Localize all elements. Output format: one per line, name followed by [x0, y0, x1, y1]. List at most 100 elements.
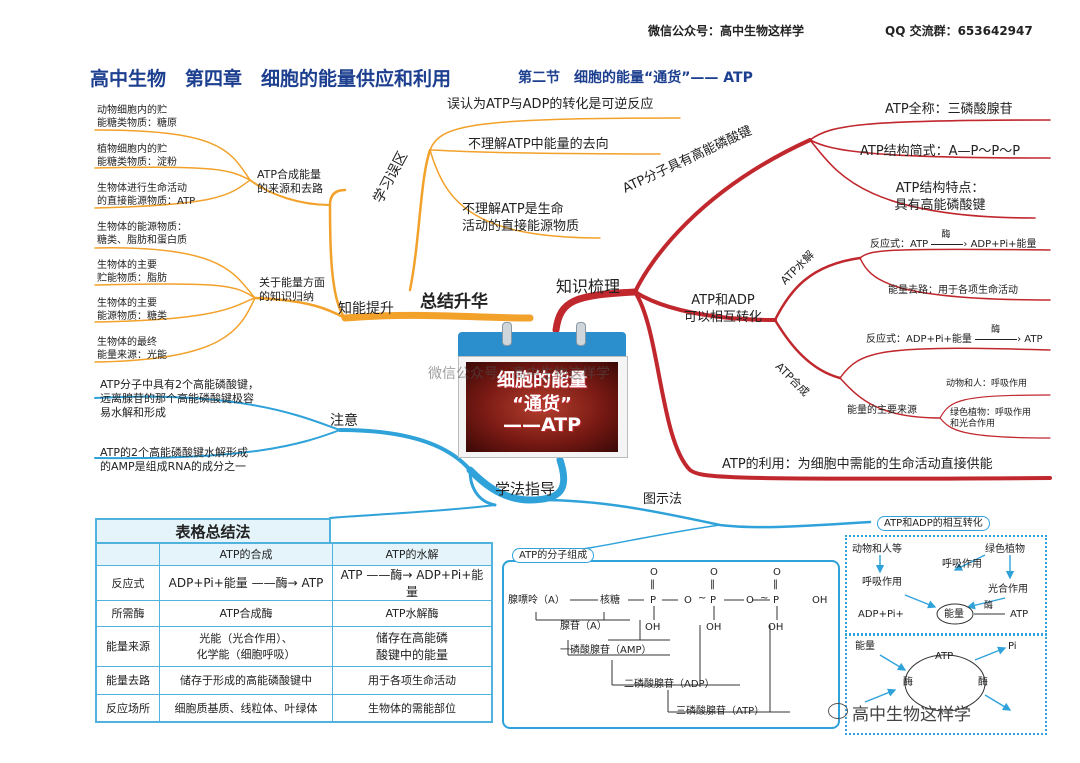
enzyme-label: 酶 [941, 230, 951, 240]
mol-o-top1: O [650, 567, 658, 578]
mol-p3: P [773, 595, 780, 606]
branch-knowledge: 知识梳理 [556, 277, 621, 296]
leaf-text: 的直接能源物质：ATP [97, 196, 196, 207]
table-title: 表格总结法 [95, 518, 331, 544]
ability-leaf-2: 植物细胞内的贮 能糖类物质：淀粉 [97, 143, 177, 169]
mol-tilde2: ~ [760, 593, 769, 604]
leaf-text: 贮能物质：脂肪 [97, 273, 167, 284]
table-cell: ATP水解酶 [332, 599, 493, 627]
knowledge-convert: ATP和ADP 可以相互转化 [668, 292, 778, 326]
leaf-text: 生物体的主要 [97, 298, 157, 309]
ability-leaf-5: 生物体的主要 贮能物质：脂肪 [97, 259, 167, 285]
mol-adenine: 腺嘌呤（A） [508, 595, 565, 606]
table-cell: 反应场所 [95, 693, 160, 723]
mol-o1: O [684, 595, 692, 606]
branch-ability: 知能提升 [338, 301, 394, 317]
center-line2: “通货” [512, 394, 572, 415]
mol-p1: P [650, 595, 657, 606]
ic-pi: Pi [1008, 641, 1017, 652]
ic-atp: ATP [1010, 609, 1029, 620]
reaction-left: 反应式：ADP+Pi+能量 [866, 334, 972, 345]
section-title: 第二节 细胞的能量“通货”—— ATP [518, 70, 753, 86]
ability-sub1-line2: 的来源和去路 [257, 182, 323, 195]
table-cell: 储存在高能磷 酸键中的能量 [332, 625, 493, 667]
knowledge-full-name: ATP全称：三磷酸腺苷 [885, 102, 1013, 117]
enzyme-arrow: 酶 › [975, 325, 1021, 346]
mol-ribose: 核糖 [600, 595, 620, 606]
center-line3: ——ATP [502, 414, 582, 436]
convert-line: 可以相互转化 [683, 310, 762, 325]
synthesis-reaction: 反应式：ADP+Pi+能量 酶 › ATP [866, 325, 1043, 346]
mol-atp: 三磷酸腺苷（ATP） [676, 706, 765, 717]
ability-leaf-3: 生物体进行生命活动 的直接能源物质：ATP [97, 182, 195, 208]
mol-oh2: OH [706, 622, 722, 633]
notice-line: 的AMP是组成RNA的成分之一 [100, 460, 247, 473]
enzyme-arrow: 酶 › [931, 230, 967, 251]
mistake-2: 不理解ATP中能量的去向 [468, 137, 609, 152]
table-cell: 储存于形成的高能磷酸键中 [159, 665, 333, 695]
reaction-text: ADP+Pi+能量 ——酶→ ATP [168, 576, 324, 590]
interconv-box-top [845, 535, 1047, 636]
leaf-text: 生物体的主要 [97, 260, 157, 271]
hydrolysis-energy: 能量去路：用于各项生命活动 [888, 285, 1018, 296]
leaf-text: 植物细胞内的贮 [97, 144, 167, 155]
table-row: 反应场所 细胞质基质、线粒体、叶绿体 生物体的需能部位 [95, 693, 493, 723]
mol-adp: 二磷酸腺苷（ADP） [624, 679, 715, 690]
knowledge-feature: ATP结构特点： 具有高能磷酸键 [880, 180, 1000, 214]
mol-dbl3: ‖ [773, 579, 778, 590]
molecule-title: ATP的分子组成 [512, 548, 595, 563]
ic-energy2: 能量 [855, 641, 875, 652]
qq-label: QQ 交流群：653642947 [885, 24, 1033, 38]
notice-line: ATP的2个高能磷酸键水解形成 [100, 446, 249, 459]
molecule-box [502, 560, 840, 729]
ability-leaf-6: 生物体的主要 能源物质：糖类 [97, 297, 167, 323]
table-cell: 反应式 [95, 564, 160, 601]
branch-diagram: 图示法 [643, 492, 683, 507]
leaf-text: 生物体进行生命活动 [97, 183, 187, 194]
reaction-left: 反应式：ATP [870, 239, 929, 250]
branch-summary: 总结升华 [420, 292, 488, 312]
energy-source: 能量的主要来源 [847, 405, 917, 416]
ability-sub1-line1: ATP合成能量 [257, 168, 322, 181]
notice-1: ATP分子中具有2个高能磷酸键， 远离腺苷的那个高能磷酸键极容 易水解和形成 [100, 378, 259, 420]
wechat-label: 微信公众号：高中生物这样学 [648, 24, 805, 38]
mol-o-top2: O [710, 567, 718, 578]
leaf-text: 能糖类物质：糖原 [97, 118, 177, 129]
bottom-watermark: 高中生物这样学 [852, 705, 971, 725]
ic-plants: 绿色植物 [985, 544, 1025, 555]
leaf-text: 生物体的能源物质： [97, 222, 187, 233]
ic-animals: 动物和人等 [852, 544, 902, 555]
table-cell: ATP ——酶→ ADP+Pi+能量 [332, 564, 493, 601]
table-row: 能量去路 储存于形成的高能磷酸键中 用于各项生命活动 [95, 665, 493, 695]
table-row: 所需酶 ATP合成酶 ATP水解酶 [95, 599, 493, 627]
table-header-cell [95, 542, 160, 566]
ic-enzyme: 酶 [984, 601, 994, 611]
mol-dbl1: ‖ [650, 579, 655, 590]
table-cell: 生物体的需能部位 [332, 693, 493, 723]
ic-enzyme-left: 酶 [903, 677, 913, 688]
table-header-cell: ATP的合成 [159, 542, 333, 566]
ic-adp-pi: ADP+Pi+ [858, 609, 904, 620]
notice-line: 易水解和形成 [100, 406, 166, 419]
notice-2: ATP的2个高能磷酸键水解形成 的AMP是组成RNA的成分之一 [100, 446, 248, 474]
leaf-text: 动物细胞内的贮 [97, 105, 167, 116]
mistake-3a: 不理解ATP是生命 [462, 202, 564, 217]
ability-sub2-line1: 关于能量方面 [259, 276, 325, 289]
table-cell: ADP+Pi+能量 ——酶→ ATP [159, 564, 333, 601]
feature-line: ATP结构特点： [895, 181, 985, 196]
table-cell: 能量去路 [95, 665, 160, 695]
center-watermark: 微信公众号：高中生物这样学 [428, 366, 610, 382]
table-row: 反应式 ADP+Pi+能量 ——酶→ ATP ATP ——酶→ ADP+Pi+能… [95, 564, 493, 601]
mol-oh-end: OH [812, 595, 828, 606]
table-cell: 能量来源 [95, 625, 160, 667]
ability-leaf-7: 生物体的最终 能量来源：光能 [97, 336, 167, 362]
leaf-text: 能量来源：光能 [97, 350, 167, 361]
interconv-box-bottom [845, 633, 1047, 735]
feature-line: 具有高能磷酸键 [894, 198, 986, 213]
leaf-text: 生物体的最终 [97, 337, 157, 348]
table-cell: 所需酶 [95, 599, 160, 627]
mistake-1: 误认为ATP与ADP的转化是可逆反应 [447, 97, 654, 112]
ic-resp1: 呼吸作用 [862, 577, 902, 588]
ability-sub2-line2: 的知识归纳 [259, 290, 314, 303]
